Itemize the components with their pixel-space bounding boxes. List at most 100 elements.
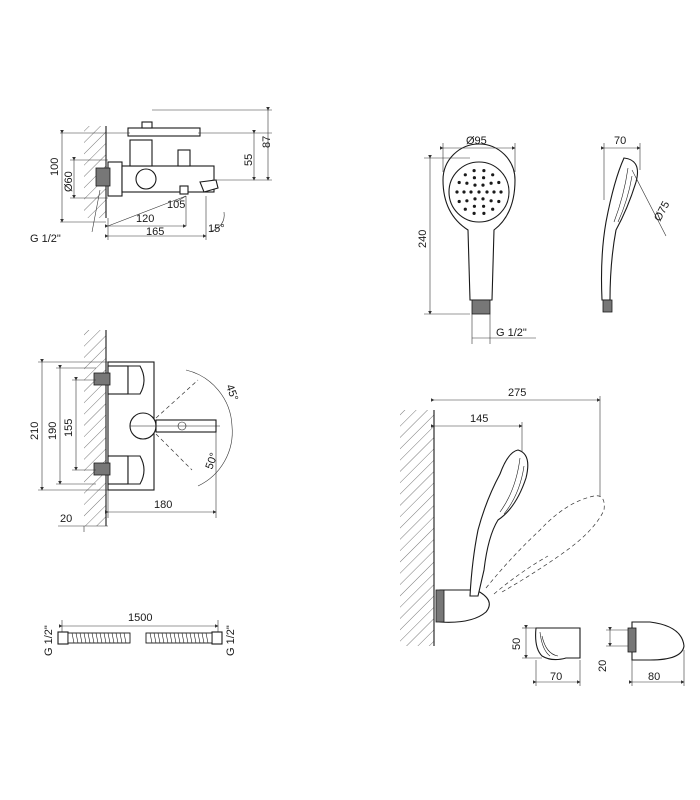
dim-20: 20 [60, 513, 72, 525]
upper-flange [107, 365, 129, 395]
lever [127, 127, 201, 137]
handshower-side-body [600, 157, 639, 301]
lever-knob [141, 121, 153, 129]
holder-offset: 145 [470, 413, 488, 425]
nut-circle [135, 168, 157, 190]
spray-nozzles [455, 169, 503, 215]
nozzle-dot [472, 169, 476, 173]
faucet-side-view: 87 55 100 Ø60 105 120 165 15° G 1/2" [30, 107, 273, 245]
hose-length: 1500 [128, 612, 152, 624]
holder-front-shape [535, 627, 581, 661]
nozzle-dot [499, 190, 503, 194]
side-thread [602, 299, 613, 313]
nozzle-dot [497, 180, 501, 185]
nozzle-dot [485, 190, 489, 194]
dim-165: 165 [146, 226, 164, 238]
holder-total: 275 [508, 387, 526, 399]
dim-d60: Ø60 [63, 171, 75, 192]
nozzle-dot [491, 173, 495, 177]
nozzle-dot [465, 181, 469, 185]
holder-base [435, 589, 445, 623]
thread-label: G 1/2" [30, 233, 61, 245]
holder-side-width: 80 [648, 671, 660, 683]
holder-front-height: 50 [511, 638, 523, 650]
holder-front-width: 70 [550, 671, 562, 683]
nozzle-dot [472, 204, 476, 208]
diverter [177, 149, 191, 167]
side-width: 70 [614, 135, 626, 147]
dim-87: 87 [261, 136, 273, 148]
nozzle-dot [489, 199, 493, 203]
holder-side-view: 20 80 [597, 621, 685, 686]
holder-side-mount [627, 627, 637, 653]
upper-nut [127, 365, 145, 395]
nozzle-dot [497, 199, 501, 204]
wall-hatch [84, 126, 106, 218]
nozzle-dot [472, 176, 476, 180]
dim-105: 105 [167, 199, 185, 211]
hose-view: 1500 G 1/2" G 1/2" [43, 612, 237, 656]
holder-side-height: 20 [597, 660, 609, 672]
thread-pipe [95, 167, 111, 187]
nozzle-dot [465, 199, 469, 203]
nozzle-dot [481, 197, 485, 201]
nozzle-dot [457, 199, 461, 204]
nozzle-dot [489, 181, 493, 185]
nozzle-dot [481, 183, 485, 187]
handshower-thread-label: G 1/2" [496, 327, 527, 339]
lower-nut [127, 455, 145, 485]
holder-front-view: 50 70 [511, 625, 581, 686]
handshower-side-view: 70 Ø75 [600, 135, 672, 313]
nozzle-dot [469, 190, 473, 194]
cartridge [129, 139, 153, 167]
hose-left-segment [67, 632, 131, 644]
spout [199, 179, 219, 193]
nozzle-dot [473, 197, 477, 201]
alternate-position [485, 495, 605, 593]
dim-210: 210 [29, 422, 41, 440]
hose-thread-left: G 1/2" [43, 625, 55, 656]
dim-15deg: 15° [208, 223, 225, 235]
spout-base [179, 185, 189, 195]
hose-thread-right: G 1/2" [225, 625, 237, 656]
faucet-top-view: 210 190 155 45° 50° 180 20 [29, 330, 240, 532]
nozzle-dot [482, 211, 486, 215]
holder-side-shape [631, 621, 685, 661]
dim-120: 120 [136, 213, 154, 225]
dim-45deg: 45° [223, 383, 240, 403]
holder-clip [439, 589, 490, 623]
nozzle-dot [482, 169, 486, 173]
nozzle-dot [473, 183, 477, 187]
wall-hatch-top [84, 330, 106, 526]
holder-assembly-view: 275 145 [400, 387, 605, 646]
nozzle-dot [457, 180, 461, 185]
dim-50deg: 50° [204, 451, 221, 471]
dim-155: 155 [63, 419, 75, 437]
nozzle-dot [463, 207, 467, 211]
nozzle-dot [462, 190, 466, 194]
handshower-height: 240 [417, 230, 429, 248]
nozzle-dot [455, 190, 459, 194]
dim-55: 55 [243, 154, 255, 166]
dim-190: 190 [47, 422, 59, 440]
lower-flange [107, 455, 129, 485]
nozzle-dot [492, 190, 496, 194]
dim-180: 180 [154, 499, 172, 511]
handshower-diameter: Ø95 [466, 135, 487, 147]
nozzle-dot [463, 173, 467, 177]
handshower-thread [471, 299, 491, 315]
dim-100: 100 [49, 158, 61, 176]
handshower-front-view: Ø95 240 G 1/2" [417, 135, 536, 344]
hose-nut-left [57, 631, 69, 645]
hose-nut-right [211, 631, 223, 645]
upper-pipe [93, 372, 111, 386]
lower-pipe [93, 462, 111, 476]
wall-hatch-holder [400, 410, 434, 646]
holder-handshower [469, 449, 529, 597]
nozzle-dot [482, 176, 486, 180]
nozzle-dot [477, 190, 481, 194]
nozzle-dot [491, 207, 495, 211]
nozzle-dot [482, 204, 486, 208]
nozzle-dot [472, 211, 476, 215]
